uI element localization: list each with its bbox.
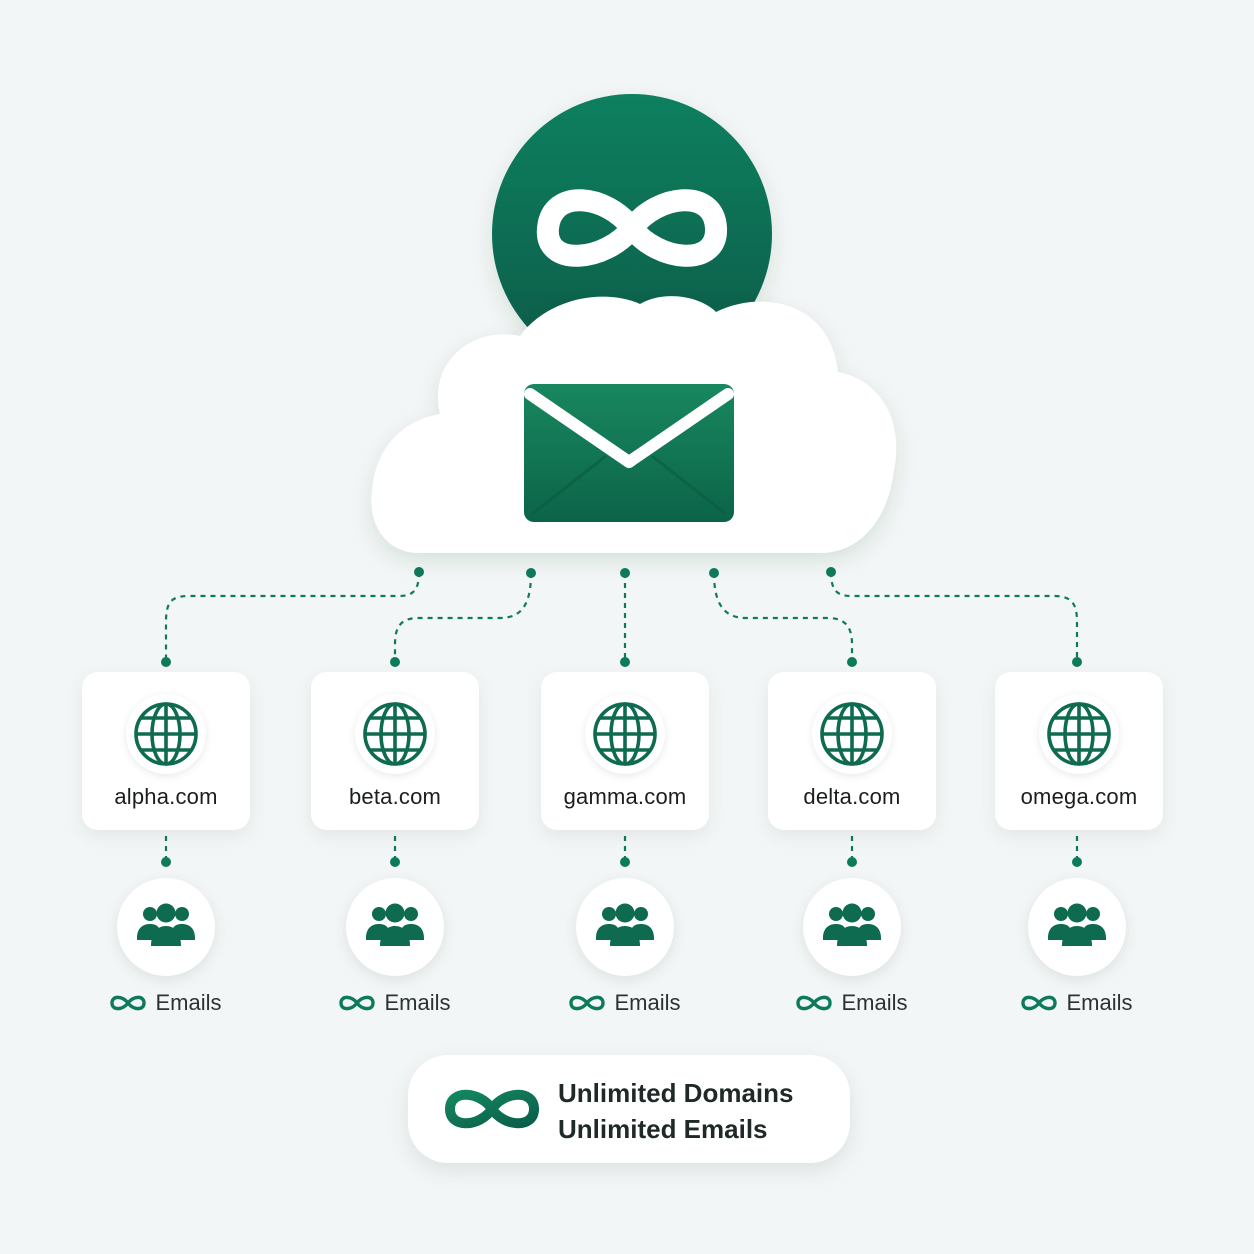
users-group-icon [803,878,901,976]
connector-omega [829,571,1079,662]
emails-label-beta: Emails [309,988,479,1018]
emails-text: Emails [614,990,681,1015]
domain-card-delta: delta.com [768,672,936,830]
infinity-icon [444,1089,540,1129]
domain-label: delta.com [803,784,901,809]
globe-icon [126,694,206,774]
infinity-icon [536,189,727,267]
globe-icon [355,694,435,774]
footer-line-domains: Unlimited Domains [558,1078,794,1108]
domain-label: gamma.com [563,784,687,809]
connector-dot [390,857,400,867]
domain-card-omega: omega.com [995,672,1163,830]
emails-text: Emails [1066,990,1133,1015]
users-group-icon [576,878,674,976]
infinity-icon [796,995,833,1011]
emails-text: Emails [155,990,222,1015]
envelope-icon [524,384,734,522]
domain-card-alpha: alpha.com [82,672,250,830]
connector-dot [709,568,719,578]
connector-dot [414,567,424,577]
users-group-icon [1028,878,1126,976]
infinity-icon [339,995,376,1011]
connector-beta [393,572,533,662]
emails-text: Emails [841,990,908,1015]
footer-banner: Unlimited Domains Unlimited Emails [408,1055,850,1163]
users-group-icon [346,878,444,976]
connector-dot [1072,657,1082,667]
emails-label-alpha: Emails [80,988,250,1018]
emails-label-gamma: Emails [539,988,709,1018]
domain-card-beta: beta.com [311,672,479,830]
connector-dot [161,857,171,867]
footer-text: Unlimited Domains Unlimited Emails [558,1075,793,1147]
hero-graphic [371,94,897,553]
domain-card-gamma: gamma.com [541,672,709,830]
infinity-icon [110,995,147,1011]
emails-text: Emails [384,990,451,1015]
emails-label-delta: Emails [766,988,936,1018]
connector-dot [1072,857,1082,867]
connector-dot [526,568,536,578]
footer-line-emails: Unlimited Emails [558,1114,768,1144]
connector-delta [712,572,854,662]
connector-dot [620,857,630,867]
infinity-icon [569,995,606,1011]
connector-dot [620,657,630,667]
globe-icon [585,694,665,774]
domain-label: beta.com [348,784,442,809]
globe-icon [1039,694,1119,774]
infinity-icon [1021,995,1058,1011]
globe-icon [812,694,892,774]
domain-label: alpha.com [114,784,218,809]
connector-dot [847,657,857,667]
connector-dot [161,657,171,667]
emails-label-omega: Emails [991,988,1161,1018]
connector-dot [826,567,836,577]
users-group-icon [117,878,215,976]
connector-dot [620,568,630,578]
domain-label: omega.com [1020,784,1138,809]
connector-dot [390,657,400,667]
connector-dot [847,857,857,867]
